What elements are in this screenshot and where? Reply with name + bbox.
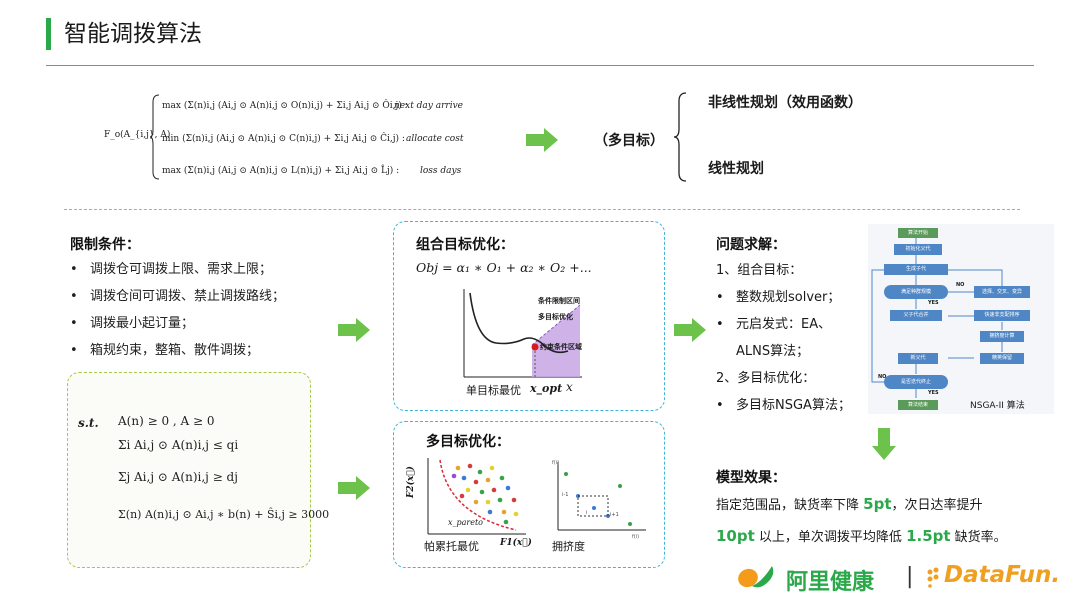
constraint-item: 箱规约束，整箱、散件调拨； (66, 337, 285, 364)
crowd-axis-label: f(i) (552, 460, 560, 466)
f1-axis-label: F1(x⃗) (500, 538, 532, 548)
constraint-item: 调拨仓间可调拨、禁止调拨路线； (66, 283, 285, 310)
single-optimum-caption: 单目标最优 (466, 384, 521, 397)
formula-row-3: max (Σ(n)i,j (Ai,j ⊙ A(n)i,j ⊙ L(n)i,j) … (162, 166, 400, 176)
right-arrow-icon (526, 128, 558, 152)
constraints-list: 调拨仓可调拨上限、需求上限； 调拨仓间可调拨、禁止调拨路线； 调拨最小起订量； … (66, 256, 285, 364)
alihealth-logo-icon (738, 566, 774, 588)
solve-line: 1、组合目标： (716, 263, 803, 278)
linear-programming: 线性规划 (708, 161, 764, 177)
datafun-logo-text: DataFun. (944, 562, 1061, 588)
flow-node-terminate-check: 是否迭代终止 (884, 375, 948, 389)
flowchart-connectors (871, 238, 1003, 398)
flow-node-sort: 快速非支配排序 (974, 310, 1030, 321)
formula-lhs: F_o(A_{i,j}, A) (104, 130, 171, 140)
title-accent-bar (46, 18, 51, 50)
pareto-figure (427, 458, 526, 535)
pareto-caption: 帕累托最优 (424, 540, 479, 553)
objective-formula: F_o(A_{i,j}, A) max (Σ(n)i,j (Ai,j ⊙ A(n… (104, 90, 484, 190)
flow-node-population-check: 满足种群规模 (884, 285, 948, 299)
flow-yes-label-2: YES (928, 390, 939, 396)
highlight-value: 1.5pt (906, 527, 951, 545)
formula-row-1-label: next day arrive (394, 101, 464, 111)
f2-axis-label: F2(x⃗) (406, 466, 416, 498)
right-arrow-icon (674, 318, 706, 342)
result-line-2: 10pt 以上，单次调拨平均降低 1.5pt 缺货率。 (716, 527, 1007, 545)
flow-node-init: 初始化父代 (894, 244, 942, 255)
constraint-formula-box (67, 372, 311, 568)
flow-node-elitism: 精英保留 (980, 353, 1024, 364)
flow-no-label: NO (956, 282, 965, 288)
alihealth-logo-text: 阿里健康 (786, 570, 875, 595)
flow-node-crowding: 拥挤度计算 (980, 331, 1024, 342)
x-pareto-label: x_pareto (448, 518, 483, 527)
fig-label-constraint-interval: 条件限制区间 (538, 297, 580, 305)
branch-brace (674, 92, 687, 182)
flow-node-end: 算法结束 (898, 400, 938, 410)
right-arrow-icon (338, 318, 370, 342)
flow-yes-label: YES (928, 300, 939, 306)
constraint-item: 调拨仓可调拨上限、需求上限； (66, 256, 285, 283)
right-arrow-icon (338, 476, 370, 500)
solve-line: ALNS算法； (736, 344, 810, 359)
st-line-1: A(n) ≥ 0 , A ≥ 0 (118, 414, 215, 428)
solve-list: 1、组合目标： •整数规划solver； •元启发式：EA、 ALNS算法； 2… (716, 257, 851, 419)
x-opt-label: x_opt (530, 382, 563, 395)
formula-row-1: max (Σ(n)i,j (Ai,j ⊙ A(n)i,j ⊙ O(n)i,j) … (162, 101, 408, 111)
formula-brace (150, 94, 160, 180)
page-title: 智能调拨算法 (64, 21, 202, 47)
result-heading: 模型效果： (716, 470, 786, 486)
crowd-label-next: i+1 (610, 512, 619, 518)
down-arrow-icon (872, 428, 896, 460)
crowd-axis-label: f(i) (632, 534, 640, 540)
fig-label-constraint-region: 约束条件区域 (540, 343, 582, 351)
solve-line: 2、多目标优化： (716, 371, 816, 386)
crowd-label-cur: i (586, 510, 588, 516)
multi-objective-label: （多目标） (594, 133, 664, 149)
result-line-1: 指定范围品，缺货率下降 5pt，次日达率提升 (716, 495, 983, 513)
crowding-figure (557, 462, 646, 531)
formula-row-2-label: allocate cost (406, 134, 464, 144)
solve-line: •整数规划solver； (716, 290, 841, 305)
constraints-heading: 限制条件： (70, 237, 140, 253)
flow-node-offspring: 生成子代 (884, 264, 948, 275)
combined-objective-box (393, 221, 665, 411)
fig-label-multi-objective: 多目标优化 (538, 313, 573, 321)
solve-line: •多目标NSGA算法； (716, 398, 851, 413)
st-line-2: Σi Ai,j ⊙ A(n)i,j ≤ qi (118, 438, 239, 452)
flow-node-start: 算法开始 (898, 228, 938, 238)
multi-heading: 多目标优化： (426, 434, 510, 450)
st-label: s.t. (78, 416, 99, 430)
crowd-label-prev: i-1 (562, 492, 569, 498)
single-objective-figure (463, 289, 582, 378)
flow-node-operators: 选择、交叉、变异 (974, 286, 1030, 298)
combined-heading: 组合目标优化： (416, 237, 514, 253)
multi-objective-box (393, 421, 665, 568)
datafun-logo-icon (927, 567, 939, 588)
flow-node-merge: 父子代合并 (890, 310, 942, 321)
logo-separator: | (906, 564, 914, 589)
x-axis-label: x (566, 380, 573, 394)
constraint-item: 调拨最小起订量； (66, 310, 285, 337)
solve-line: •元启发式：EA、 (716, 317, 832, 332)
flow-node-new-parent: 新父代 (898, 353, 938, 364)
nonlinear-programming: 非线性规划（效用函数） (708, 95, 862, 111)
solve-heading: 问题求解： (716, 237, 786, 253)
highlight-value: 10pt (716, 527, 755, 545)
header-divider (46, 65, 1034, 66)
flow-no-label-2: NO (878, 374, 887, 380)
crowding-caption: 拥挤度 (552, 540, 585, 553)
st-line-4: Σ(n) A(n)i,j ⊙ Ai,j ∗ b(n) + Ŝi,j ≥ 3000 (118, 508, 330, 521)
section-divider (64, 209, 1020, 210)
nsga-caption: NSGA-II 算法 (970, 401, 1025, 411)
combined-objective-formula: Obj = α₁ ∗ O₁ + α₂ ∗ O₂ +... (416, 260, 592, 275)
highlight-value: 5pt (863, 495, 892, 513)
formula-row-2: min (Σ(n)i,j (Ai,j ⊙ A(n)i,j ⊙ C(n)i,j) … (162, 134, 405, 144)
formula-row-3-label: loss days (420, 166, 462, 176)
st-line-3: Σj Ai,j ⊙ A(n)i,j ≥ dj (118, 470, 238, 484)
